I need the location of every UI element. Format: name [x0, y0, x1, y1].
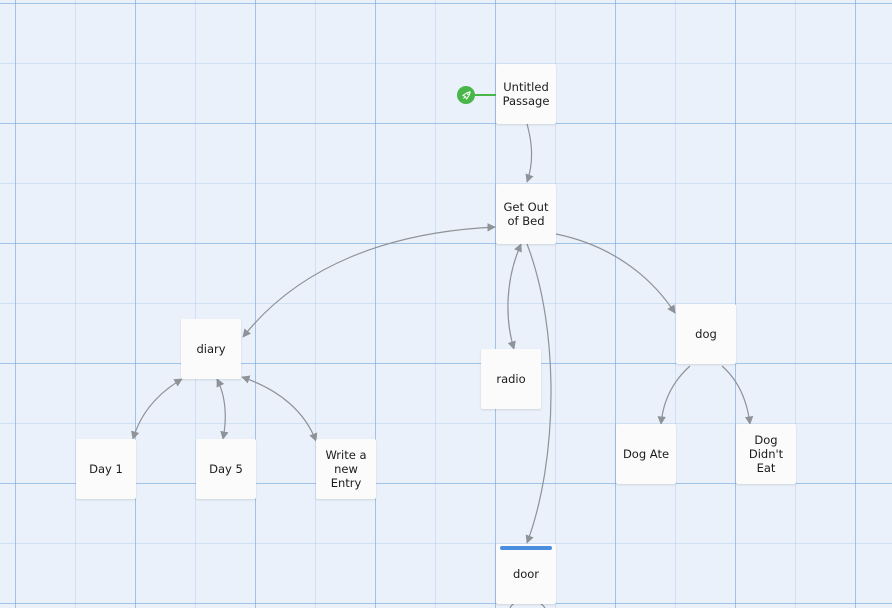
passage-title: Dog Didn't Eat: [748, 433, 784, 475]
passage-title: Dog Ate: [622, 447, 670, 461]
passage-title: dog: [695, 327, 717, 341]
passage-title: Day 1: [89, 462, 123, 476]
start-connector: [474, 94, 496, 96]
passage-title: Get Out of Bed: [503, 200, 549, 228]
passage-write-a-new-entry[interactable]: Write a new Entry: [316, 439, 376, 499]
link-dog-to-dogdidnteat: [721, 365, 754, 425]
link-diary-day1: [131, 378, 183, 440]
link-getoutofbed-to-dog: [555, 233, 676, 314]
link-untitled-to-getoutofbed: [525, 123, 534, 183]
passage-title: radio: [496, 372, 526, 386]
passage-title: Untitled Passage: [502, 80, 550, 108]
passage-dog-ate[interactable]: Dog Ate: [616, 424, 676, 484]
passage-radio[interactable]: radio: [481, 349, 541, 409]
passage-dog-didnt-eat[interactable]: Dog Didn't Eat: [736, 424, 796, 484]
passage-title: diary: [196, 342, 226, 356]
passage-title: Write a new Entry: [325, 448, 367, 490]
link-diary-writeentry: [241, 375, 318, 442]
passage-get-out-of-bed[interactable]: Get Out of Bed: [496, 184, 556, 244]
rocket-glyph: [461, 90, 471, 100]
passage-untitled-passage[interactable]: Untitled Passage: [496, 64, 556, 124]
passage-day-5[interactable]: Day 5: [196, 439, 256, 499]
rocket-icon: [457, 86, 475, 104]
passage-day-1[interactable]: Day 1: [76, 439, 136, 499]
link-getoutofbed-diary: [242, 223, 496, 338]
link-diary-day5: [216, 378, 229, 440]
passage-title: door: [512, 567, 540, 581]
passage-dog[interactable]: dog: [676, 304, 736, 364]
passage-door[interactable]: door: [496, 544, 556, 604]
link-dog-to-dogate: [657, 365, 691, 425]
link-getoutofbed-radio: [507, 243, 522, 350]
passage-title: Day 5: [209, 462, 243, 476]
passage-diary[interactable]: diary: [181, 319, 241, 379]
